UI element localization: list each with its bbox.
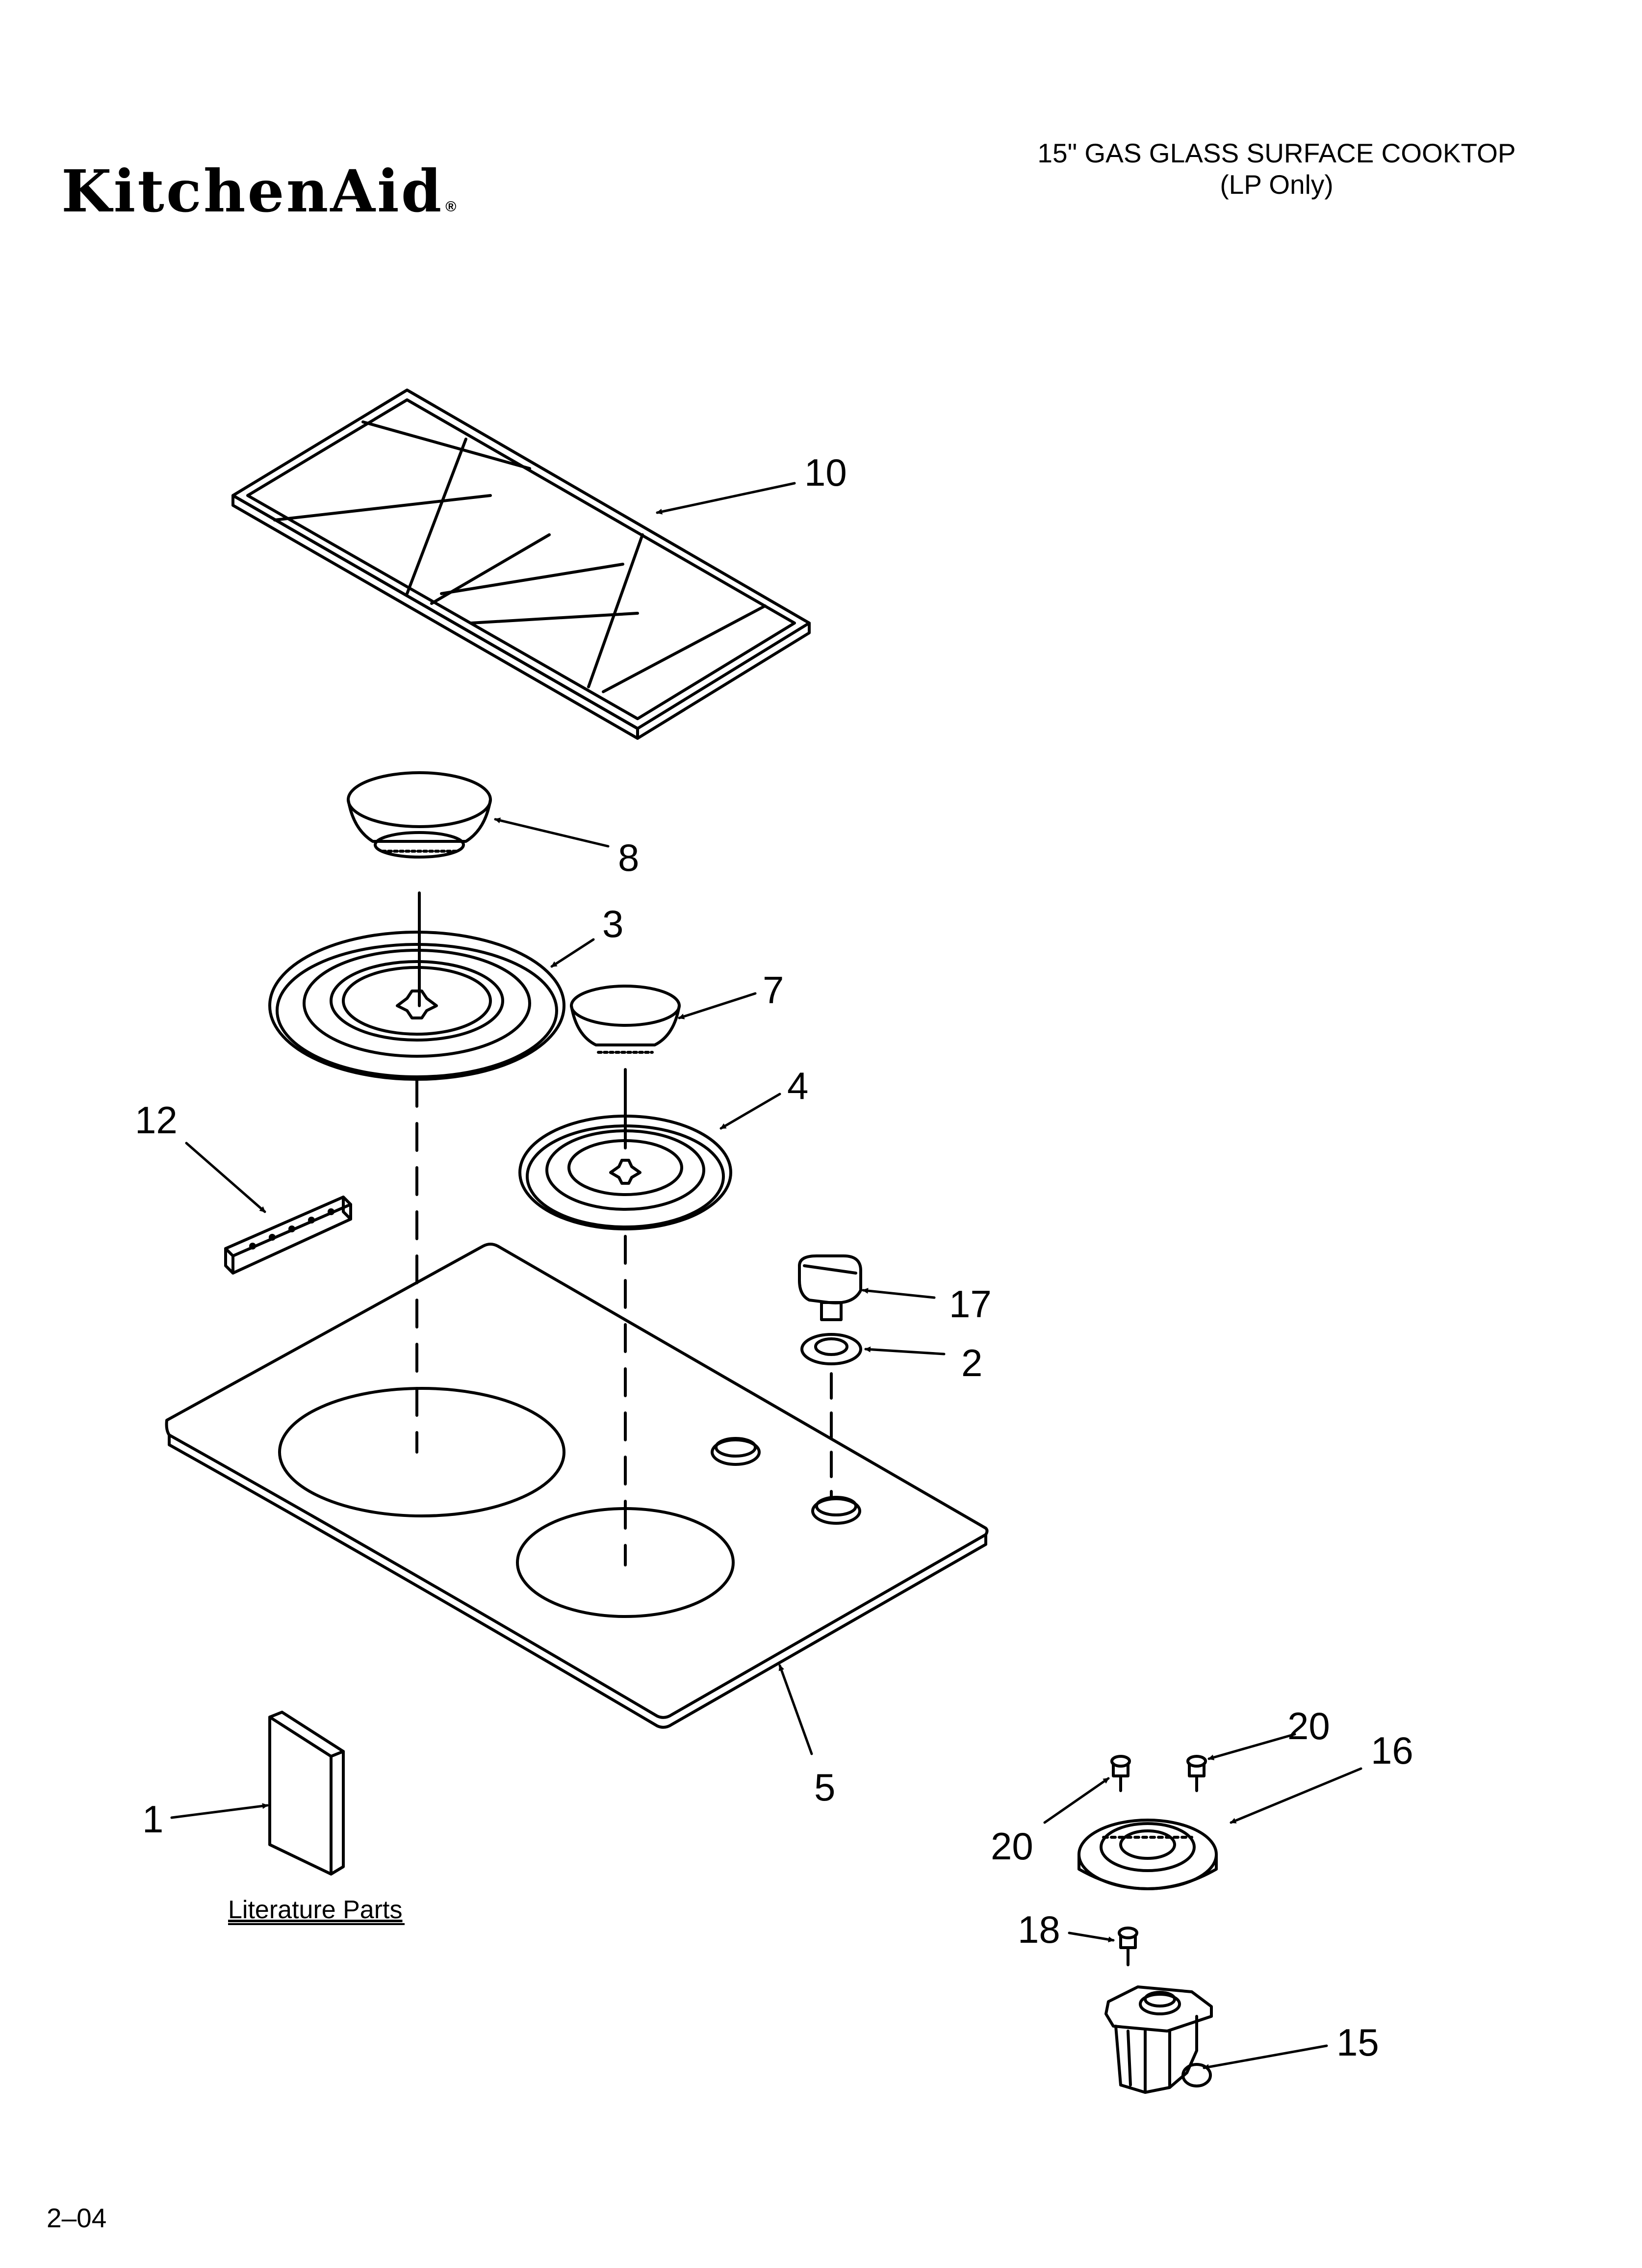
callout-7: 7 [763, 968, 784, 1012]
callout-2: 2 [961, 1341, 982, 1384]
title-line-1: 15" GAS GLASS SURFACE COOKTOP [1037, 138, 1516, 168]
brand-logo: KitchenAid® [61, 157, 458, 225]
grate-part-10 [231, 389, 811, 740]
screw-part-18 [1118, 1927, 1138, 1966]
literature-part-1 [268, 1711, 345, 1876]
leader-lines [170, 482, 1362, 2070]
burner-head-part-4 [518, 1115, 732, 1230]
callout-8: 8 [618, 836, 639, 879]
callout-20-left: 20 [991, 1825, 1033, 1868]
glass-cooktop-part-5 [165, 1243, 989, 1729]
screw-part-20-right [1186, 1755, 1207, 1792]
callout-5: 5 [814, 1766, 835, 1809]
valve-part-15 [1104, 1985, 1213, 2094]
burner-cap-part-7 [570, 985, 681, 1054]
callout-18: 18 [1018, 1908, 1060, 1951]
callout-17: 17 [949, 1282, 992, 1326]
callout-16: 16 [1371, 1729, 1413, 1772]
callout-15: 15 [1336, 2021, 1379, 2064]
bracket-part-12 [224, 1196, 352, 1275]
burner-head-part-3 [268, 931, 565, 1081]
literature-parts-label: Literature Parts [228, 1896, 403, 1924]
brand-name: KitchenAid [61, 157, 444, 225]
screw-part-20-left [1110, 1755, 1131, 1792]
bezel-part-2 [800, 1333, 862, 1365]
large-burner-opening [278, 1387, 565, 1517]
title-line-2: (LP Only) [1220, 169, 1334, 200]
callout-12: 12 [135, 1098, 178, 1142]
knob-part-17 [798, 1254, 862, 1321]
page-title: 15" GAS GLASS SURFACE COOKTOP (LP Only) [958, 137, 1595, 200]
callout-20-right: 20 [1287, 1704, 1330, 1747]
callout-10: 10 [804, 451, 847, 494]
brand-mark: ® [445, 199, 459, 215]
callout-1: 1 [142, 1798, 163, 1841]
bracket-holes [249, 1208, 334, 1250]
footer-code: 2–04 [47, 2203, 107, 2233]
callout-4: 4 [787, 1064, 808, 1107]
burner-base-part-16 [1078, 1819, 1218, 1890]
callout-3: 3 [602, 902, 623, 945]
burner-cap-part-8 [347, 771, 492, 859]
